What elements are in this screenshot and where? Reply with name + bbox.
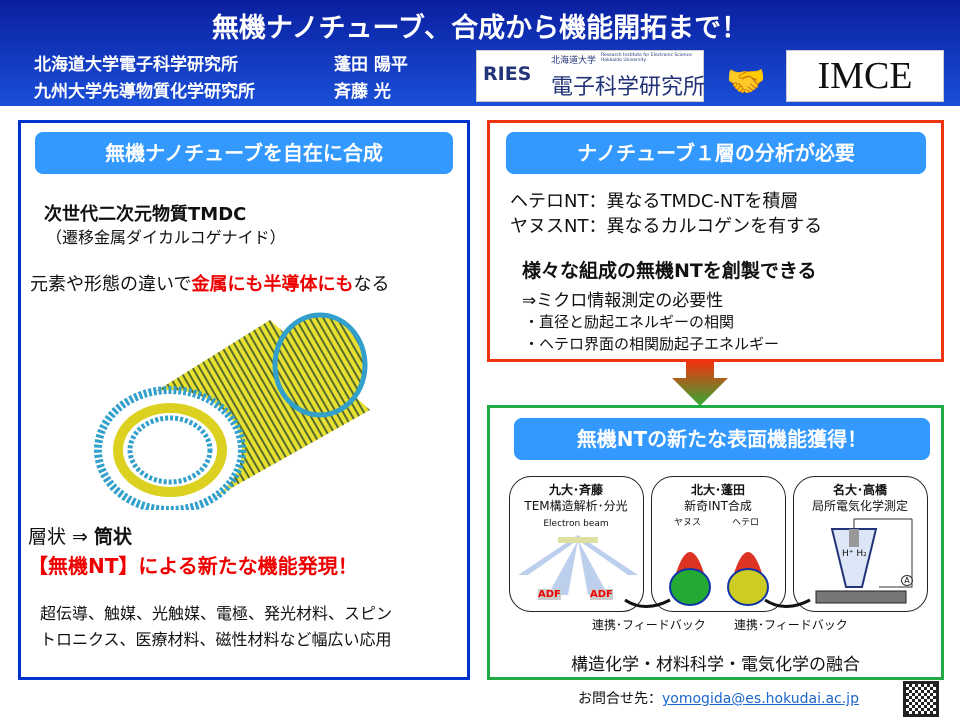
janus-nt-text: ヤヌスNT：異なるカルコゲンを有する — [510, 216, 823, 237]
feedback-arrows-icon — [624, 598, 811, 608]
surface-function-section — [487, 405, 944, 680]
tmdc-subtitle: （遷移金属ダイカルコゲナイド） — [46, 228, 286, 247]
author-2: 斉藤 光 — [334, 82, 391, 102]
fusion-text: 構造化学・材料科学・電気化学の融合 — [571, 655, 860, 675]
bullet-1: ・直径と励起エネルギーの相関 — [524, 313, 735, 331]
panel-kyushu: 九大･斉藤 TEM構造解析･分光 Electron beam ADF ADF — [509, 476, 644, 612]
imce-logo: IMCE — [786, 50, 944, 102]
panel-hokkaido: 北大･蓬田 新奇INT合成 ヤヌス ヘテロ — [651, 476, 786, 612]
tmdc-title: 次世代二次元物質TMDC — [44, 204, 247, 225]
surface-heading: 無機NTの新たな表面機能獲得！ — [514, 418, 930, 460]
contact: お問合せ先：yomogida@es.hokudai.ac.jp — [578, 691, 859, 707]
left-section — [18, 120, 470, 680]
feedback-label-2: 連携･フィードバック — [734, 618, 848, 632]
nanotube-illustration — [94, 312, 370, 510]
page-title: 無機ナノチューブ、合成から機能開拓まで！ — [211, 13, 749, 44]
left-heading: 無機ナノチューブを自在に合成 — [35, 132, 453, 174]
analysis-heading: ナノチューブ１層の分析が必要 — [506, 132, 926, 174]
analysis-section — [487, 120, 944, 362]
affiliation-2: 九州大学先導物質化学研究所 — [34, 82, 255, 102]
hetero-nt-text: ヘテロNT：異なるTMDC-NTを積層 — [510, 191, 799, 212]
synthesis-claim: 様々な組成の無機NTを創製できる — [522, 260, 817, 282]
qr-code[interactable] — [903, 681, 939, 717]
feedback-label-1: 連携･フィードバック — [592, 618, 706, 632]
property-line: 元素や形態の違いで金属にも半導体にもなる — [30, 274, 390, 295]
discovery-text: 【無機NT】による新たな機能発現！ — [28, 554, 358, 578]
author-1: 蓬田 陽平 — [334, 55, 408, 75]
layer-to-tube: 層状 ⇒ 筒状 — [28, 526, 133, 548]
down-arrow-icon — [672, 362, 728, 406]
bullet-2: ・ヘテロ界面の相関励起子エネルギー — [524, 335, 780, 353]
applications-line-2: トロニクス、医療材料、磁性材料など幅広い応用 — [40, 630, 392, 649]
measurement-need: ⇒ミクロ情報測定の必要性 — [522, 291, 724, 311]
applications-line-1: 超伝導、触媒、光触媒、電極、発光材料、スピン — [40, 604, 393, 623]
handshake-icon: 🤝 — [726, 62, 766, 100]
panel-nagoya: 名大･高橋 局所電気化学測定 H⁺ H₂ A — [793, 476, 928, 612]
affiliation-1: 北海道大学電子科学研究所 — [34, 55, 238, 75]
email-link[interactable]: yomogida@es.hokudai.ac.jp — [662, 691, 859, 707]
ries-logo: RIES 北海道大学 Research Institute for Electr… — [476, 50, 705, 102]
